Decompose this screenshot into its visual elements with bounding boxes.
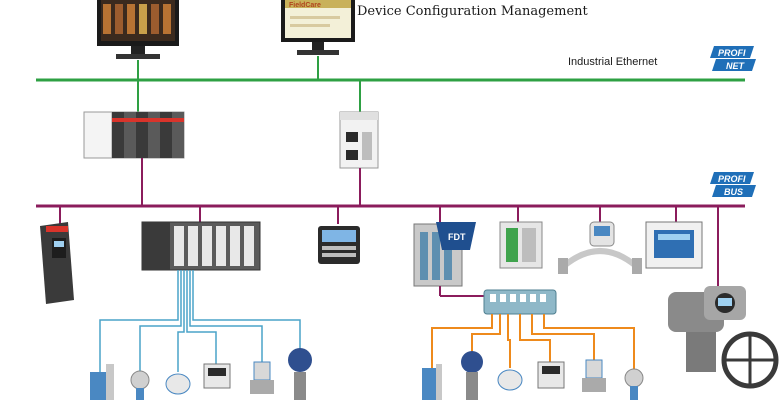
- workstation-screen-text: FieldCare: [289, 2, 321, 9]
- pa-wiring: [431, 314, 635, 370]
- safety-module: [499, 221, 543, 269]
- profinet-logo-line2: NET: [726, 61, 746, 71]
- coriolis-flowmeter: [558, 221, 642, 274]
- hart-field-devices: [90, 348, 312, 400]
- pa-field-devices: [422, 351, 644, 400]
- profinet-logo: PROFI NET: [708, 46, 756, 72]
- plc-controller-rack: [83, 111, 185, 159]
- industrial-ethernet-label: Industrial Ethernet: [568, 56, 658, 68]
- profibus-logo-line2: BUS: [724, 187, 743, 197]
- hart-wiring: [99, 270, 301, 372]
- pa-junction-box: [483, 289, 557, 315]
- operator-monitor: [97, 0, 179, 59]
- device-configuration-management-label: Device Configuration Management: [357, 4, 588, 19]
- profinet-logo-line1: PROFI: [718, 48, 746, 58]
- dp-pa-coupler: FDT: [413, 222, 476, 287]
- compact-io-module: [318, 226, 360, 264]
- valve-actuator: [668, 286, 779, 389]
- remote-io-station: [141, 221, 261, 271]
- configuration-workstation: [281, 0, 355, 55]
- display-unit: [645, 221, 703, 269]
- profibus-logo: PROFI BUS: [708, 172, 756, 198]
- fdt-label: FDT: [448, 232, 466, 242]
- fieldbus-gateway: [339, 111, 379, 169]
- profibus-logo-line1: PROFI: [718, 174, 746, 184]
- frequency-drive: [40, 222, 74, 304]
